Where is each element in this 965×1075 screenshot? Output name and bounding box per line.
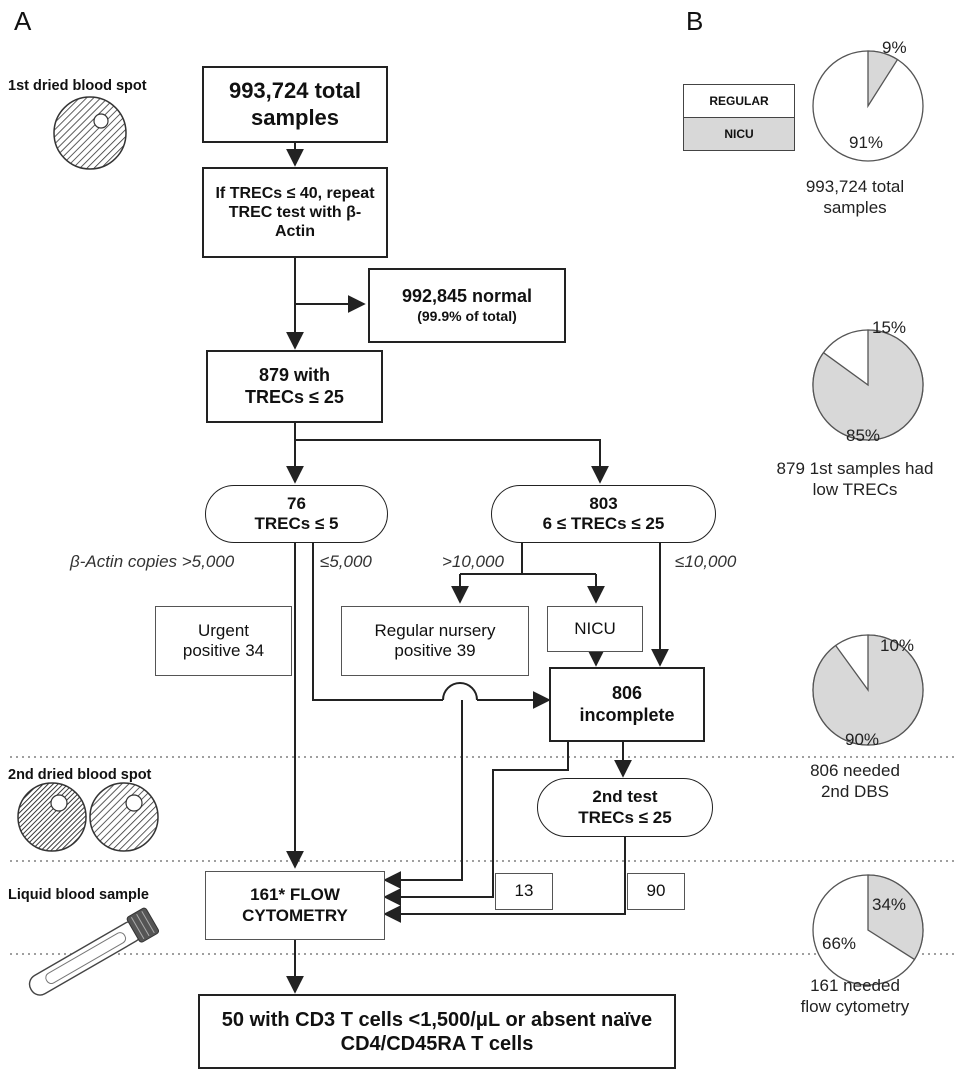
legend-nicu-label: NICU	[724, 127, 754, 141]
flow-cytometry-text: 161* FLOW CYTOMETRY	[242, 885, 348, 925]
final-result-text: 50 with CD3 T cells <1,500/μL or absent …	[221, 1008, 653, 1055]
pie-3-nicu-slice	[812, 634, 924, 746]
pie3-nicu-pct: 90%	[845, 730, 880, 749]
pie-1-nicu-slice	[867, 50, 899, 109]
legend-regular-label: REGULAR	[709, 94, 769, 108]
pie-4-nicu-slice	[867, 874, 924, 961]
normal-percent: (99.9% of total)	[417, 307, 517, 324]
blood-tube-icon	[28, 907, 160, 996]
nicu-text: NICU	[574, 618, 616, 638]
actin-low-label: ≤5,000	[320, 552, 372, 571]
group-76-count: 76	[287, 493, 306, 513]
pie4-caption-line2: flow cytometry	[800, 997, 910, 1017]
second-test-box: 2nd test TRECs ≤ 25	[537, 778, 713, 837]
actin-high-label: β-Actin copies >5,000	[70, 552, 235, 571]
pie4-regular-pct: 66%	[822, 934, 857, 953]
count-13-text: 13	[514, 881, 534, 901]
count-90-box: 90	[627, 873, 685, 910]
high-10000-label: >10,000	[442, 552, 504, 571]
normal-box: 992,845 normal (99.9% of total)	[368, 268, 566, 343]
pie1-caption: 993,724 total samples	[790, 176, 920, 219]
pie2-caption: 879 1st samples had low TRECs	[770, 458, 940, 501]
liquid-sample-label: Liquid blood sample	[8, 887, 149, 903]
count-90-text: 90	[646, 881, 666, 901]
flow-cytometry-box: 161* FLOW CYTOMETRY	[205, 871, 385, 940]
pie4-caption: 161 needed flow cytometry	[790, 975, 920, 1018]
group-803-count: 803	[589, 493, 618, 513]
pie1-caption-line1: 993,724 total	[805, 177, 905, 196]
group-803-rule: 6 ≤ TRECs ≤ 25	[542, 514, 665, 533]
pie2-caption-line2: low TRECs	[812, 480, 898, 500]
pie2-caption-line1-text: 879 1st samples had	[776, 459, 934, 478]
normal-count: 992,845 normal	[401, 286, 533, 307]
final-result-box: 50 with CD3 T cells <1,500/μL or absent …	[198, 994, 676, 1069]
pie-2-nicu-slice	[812, 329, 924, 441]
panel-b-label: B	[686, 6, 704, 36]
pie3-caption: 806 needed 2nd DBS	[790, 760, 920, 803]
pie2-regular-pct: 15%	[872, 318, 907, 337]
pie4-nicu-pct: 34%	[872, 895, 907, 914]
pie1-regular-pct: 91%	[849, 133, 884, 152]
total-samples-text: 993,724 total samples	[228, 78, 362, 130]
regular-nursery-text: Regular nursery positive 39	[374, 620, 496, 660]
pie3-caption-line1: 806 needed	[810, 761, 900, 780]
urgent-positive-text: Urgent positive 34	[182, 620, 265, 660]
dried-blood-spot-icon	[53, 96, 127, 170]
pie-charts	[812, 50, 924, 986]
first-spot-label: 1st dried blood spot	[8, 78, 147, 94]
urgent-positive-box: Urgent positive 34	[155, 606, 292, 676]
repeat-test-text: If TRECs ≤ 40, repeat TREC test with β-A…	[215, 184, 375, 241]
pie3-regular-pct: 10%	[880, 636, 915, 655]
pie2-caption-line1: 879 1st samples had	[770, 458, 940, 479]
low-10000-label: ≤10,000	[675, 552, 737, 571]
pie3-caption-line2: 2nd DBS	[820, 782, 890, 802]
second-test-title: 2nd test	[592, 787, 657, 807]
group-76-rule: TRECs ≤ 5	[254, 514, 339, 533]
repeat-test-box: If TRECs ≤ 40, repeat TREC test with β-A…	[202, 167, 388, 258]
legend-regular: REGULAR	[683, 84, 795, 118]
nicu-box: NICU	[547, 606, 643, 652]
regular-nursery-box: Regular nursery positive 39	[341, 606, 529, 676]
group-76-box: 76 TRECs ≤ 5	[205, 485, 388, 543]
count-13-box: 13	[495, 873, 553, 910]
dried-blood-spot-pair-icon	[17, 782, 159, 852]
incomplete-label: incomplete	[579, 704, 675, 725]
incomplete-box: 806 incomplete	[549, 667, 705, 742]
pie2-nicu-pct: 85%	[846, 426, 881, 445]
pie4-caption-line1: 161 needed	[810, 976, 900, 995]
legend-nicu: NICU	[683, 117, 795, 151]
second-test-title-text: 2nd test	[592, 787, 658, 807]
panel-a-label: A	[14, 6, 32, 36]
pie1-caption-line2: samples	[823, 198, 887, 218]
pie1-nicu-pct: 9%	[882, 38, 907, 57]
incomplete-count: 806	[611, 682, 643, 703]
second-test-rule: TRECs ≤ 25	[578, 807, 672, 827]
total-samples-box: 993,724 total samples	[202, 66, 388, 143]
low-trecs-text: 879 with TRECs ≤ 25	[245, 364, 344, 407]
low-trecs-box: 879 with TRECs ≤ 25	[206, 350, 383, 423]
group-803-box: 803 6 ≤ TRECs ≤ 25	[491, 485, 716, 543]
second-spot-label: 2nd dried blood spot	[8, 767, 152, 783]
